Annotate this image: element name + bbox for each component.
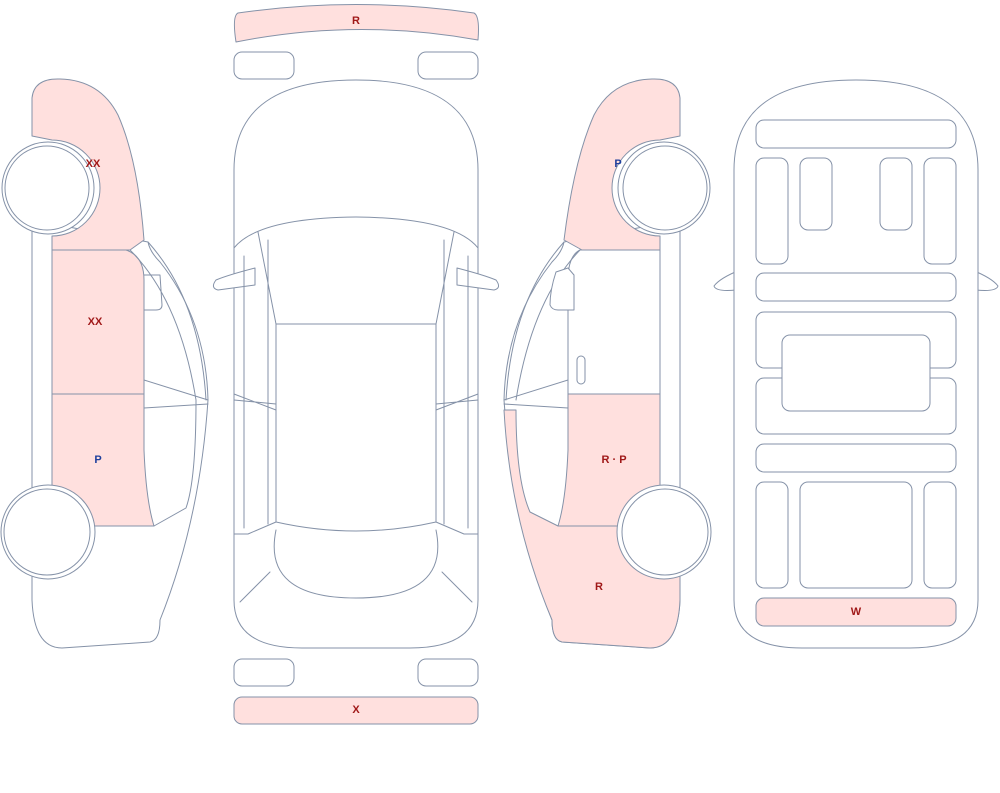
rear-window xyxy=(273,529,439,599)
front-seat-right-inner[interactable] xyxy=(879,157,913,231)
right-rear-quarter[interactable] xyxy=(503,409,681,649)
c-pillar-left xyxy=(233,521,277,535)
roof[interactable] xyxy=(275,323,437,532)
trunk-lines xyxy=(239,571,473,603)
rear-seat-backrest[interactable] xyxy=(755,443,957,473)
right-front-fender-mark: P xyxy=(614,158,621,170)
c-pillar-right xyxy=(435,521,479,535)
rear-seat-right[interactable] xyxy=(923,481,957,589)
b-pillar-right xyxy=(435,393,479,411)
taillight-right xyxy=(417,658,479,687)
a-pillar-left xyxy=(257,231,277,325)
front-bumper-mark: R xyxy=(352,15,360,27)
right-rear-wheel[interactable] xyxy=(621,488,709,576)
rear-bumper[interactable] xyxy=(233,696,479,725)
top-view: R X xyxy=(212,4,500,725)
left-front-fender-mark: XX xyxy=(86,158,101,170)
rear-seat-center[interactable] xyxy=(799,481,913,589)
left-rear-wheel[interactable] xyxy=(3,488,91,576)
left-side-view: XX XX P xyxy=(0,78,209,649)
left-front-door[interactable] xyxy=(51,249,145,395)
taillight-left xyxy=(233,658,295,687)
right-rear-door-mark: R · P xyxy=(601,454,626,466)
left-front-fender[interactable] xyxy=(31,78,145,251)
left-front-door-mark: XX xyxy=(88,316,103,328)
headlight-right xyxy=(417,51,479,80)
right-side-view: P R · P R xyxy=(503,78,712,649)
rear-seat-mark: W xyxy=(851,606,862,618)
windshield xyxy=(233,216,479,249)
a-pillar-right xyxy=(435,231,455,325)
right-window-frame xyxy=(503,241,581,409)
front-seat-right-outer[interactable] xyxy=(923,157,957,265)
right-side-trim xyxy=(443,239,469,529)
side-mirror-right[interactable] xyxy=(456,267,500,291)
dashboard[interactable] xyxy=(755,119,957,149)
b-pillar-left xyxy=(233,393,277,411)
right-front-wheel[interactable] xyxy=(622,145,708,231)
front-seat-backrest[interactable] xyxy=(755,272,957,302)
front-seat-left-inner[interactable] xyxy=(799,157,833,231)
left-rear-door-mark: P xyxy=(94,454,101,466)
headlight-left xyxy=(233,51,295,80)
right-door-handle[interactable] xyxy=(576,355,586,385)
center-console-top[interactable] xyxy=(781,334,931,412)
front-seat-left-outer[interactable] xyxy=(755,157,789,265)
interior-view: W xyxy=(713,79,999,649)
front-bumper[interactable] xyxy=(233,4,479,43)
side-mirror-left[interactable] xyxy=(212,267,256,291)
right-mirror-window xyxy=(549,267,575,311)
rear-seat-bench[interactable] xyxy=(755,597,957,627)
right-front-fender[interactable] xyxy=(563,78,681,251)
left-side-trim xyxy=(243,239,269,529)
right-rear-quarter-mark: R xyxy=(595,581,603,593)
left-window-frame xyxy=(129,241,209,527)
left-front-wheel[interactable] xyxy=(4,145,90,231)
rear-bumper-mark: X xyxy=(352,704,360,716)
rear-seat-left[interactable] xyxy=(755,481,789,589)
